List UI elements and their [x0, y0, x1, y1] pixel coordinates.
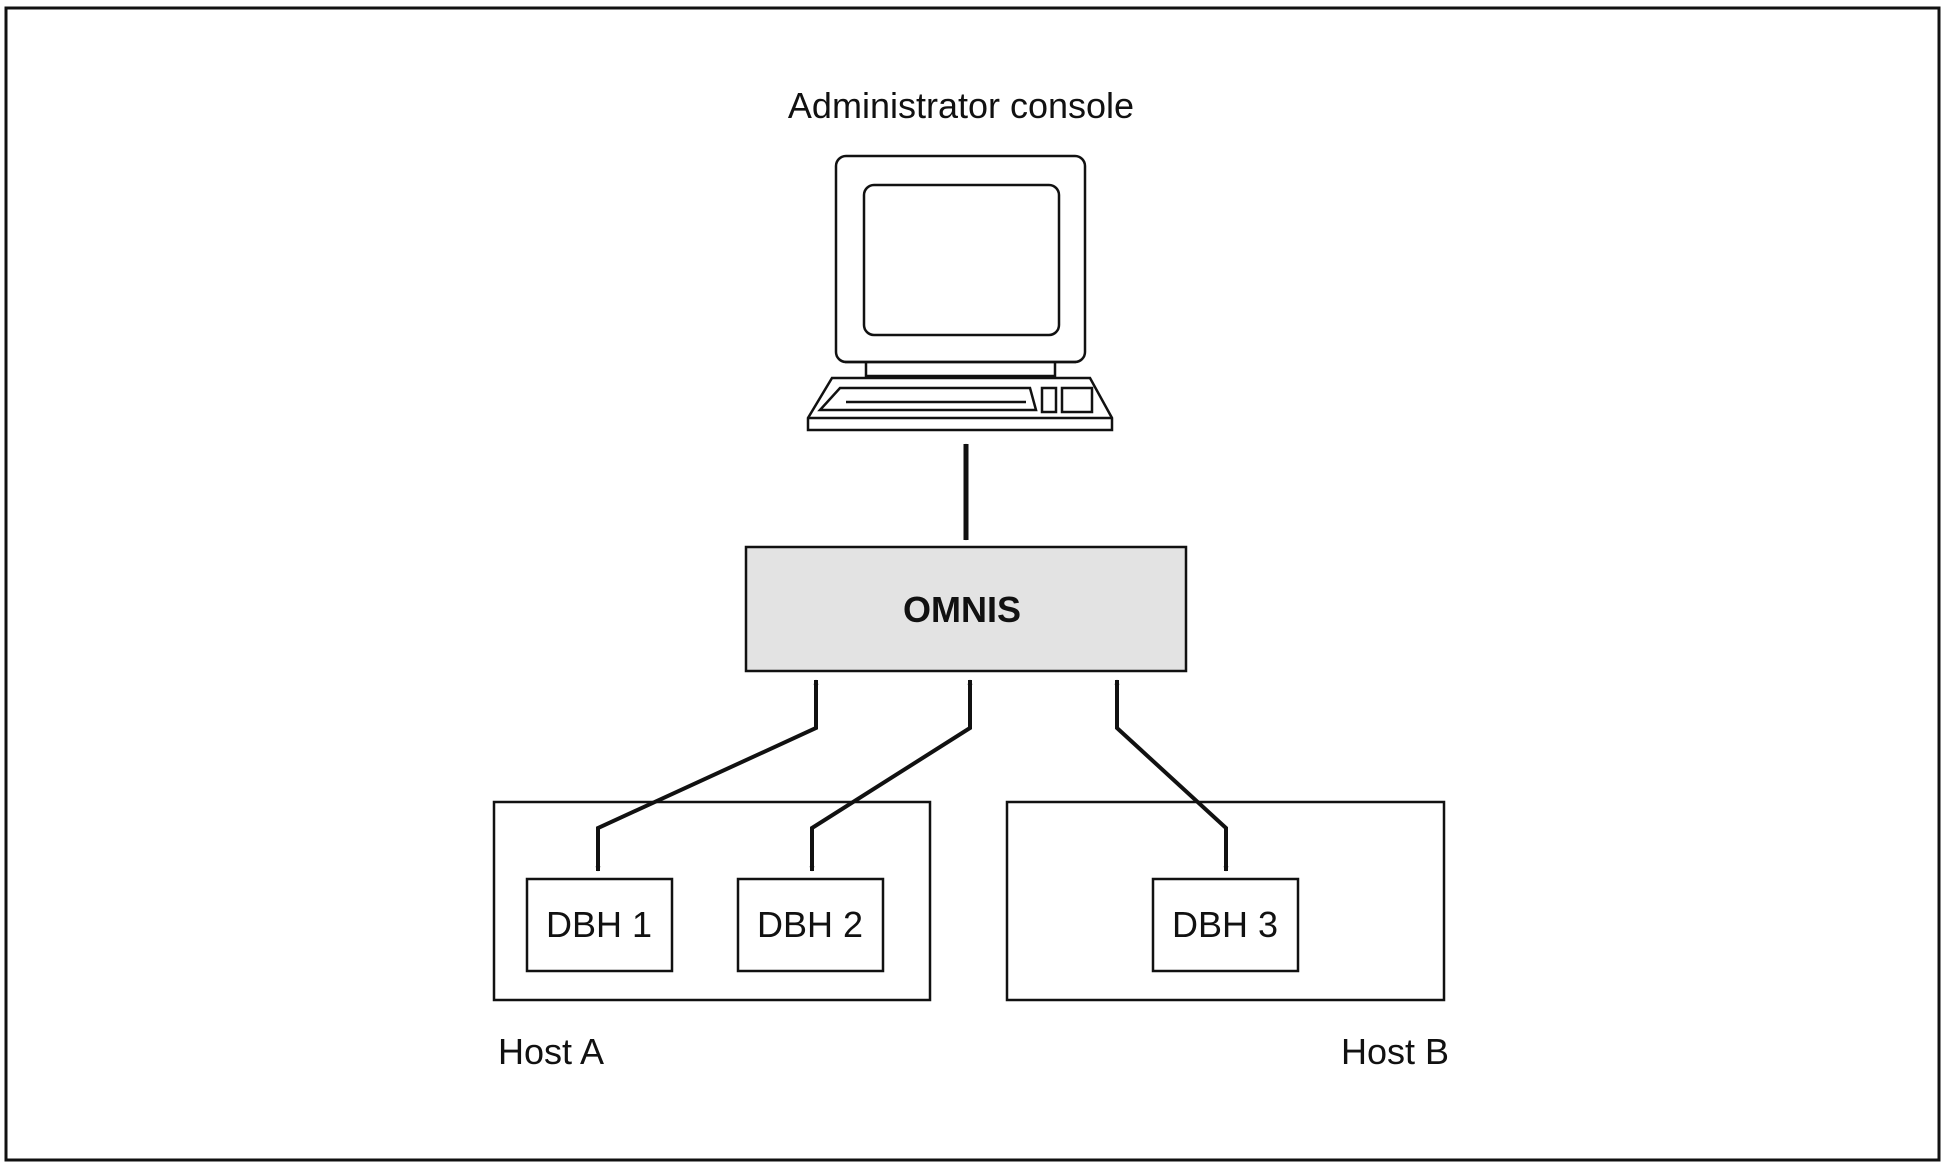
- host-a-box: [492, 800, 932, 1002]
- diagram-frame: [4, 6, 1941, 1162]
- dbh-2-label: DBH 2: [757, 904, 863, 945]
- dbh-3-box: [1151, 877, 1300, 973]
- connector-omnis-dbh1: [595, 679, 819, 872]
- host-b-box: [1005, 800, 1446, 1002]
- dbh-1-box: [525, 877, 674, 973]
- omnis-box: [744, 545, 1188, 673]
- omnis-label: OMNIS: [903, 589, 1021, 630]
- connector-omnis-dbh2: [809, 679, 973, 872]
- dbh-3-label: DBH 3: [1172, 904, 1278, 945]
- dbh-2-box: [736, 877, 885, 973]
- connector-omnis-dbh3: [1114, 679, 1229, 872]
- computer-icon: [806, 154, 1114, 432]
- host-a-label: Host A: [498, 1031, 604, 1072]
- dbh-1-label: DBH 1: [546, 904, 652, 945]
- console-label: Administrator console: [788, 85, 1134, 126]
- host-b-label: Host B: [1341, 1031, 1449, 1072]
